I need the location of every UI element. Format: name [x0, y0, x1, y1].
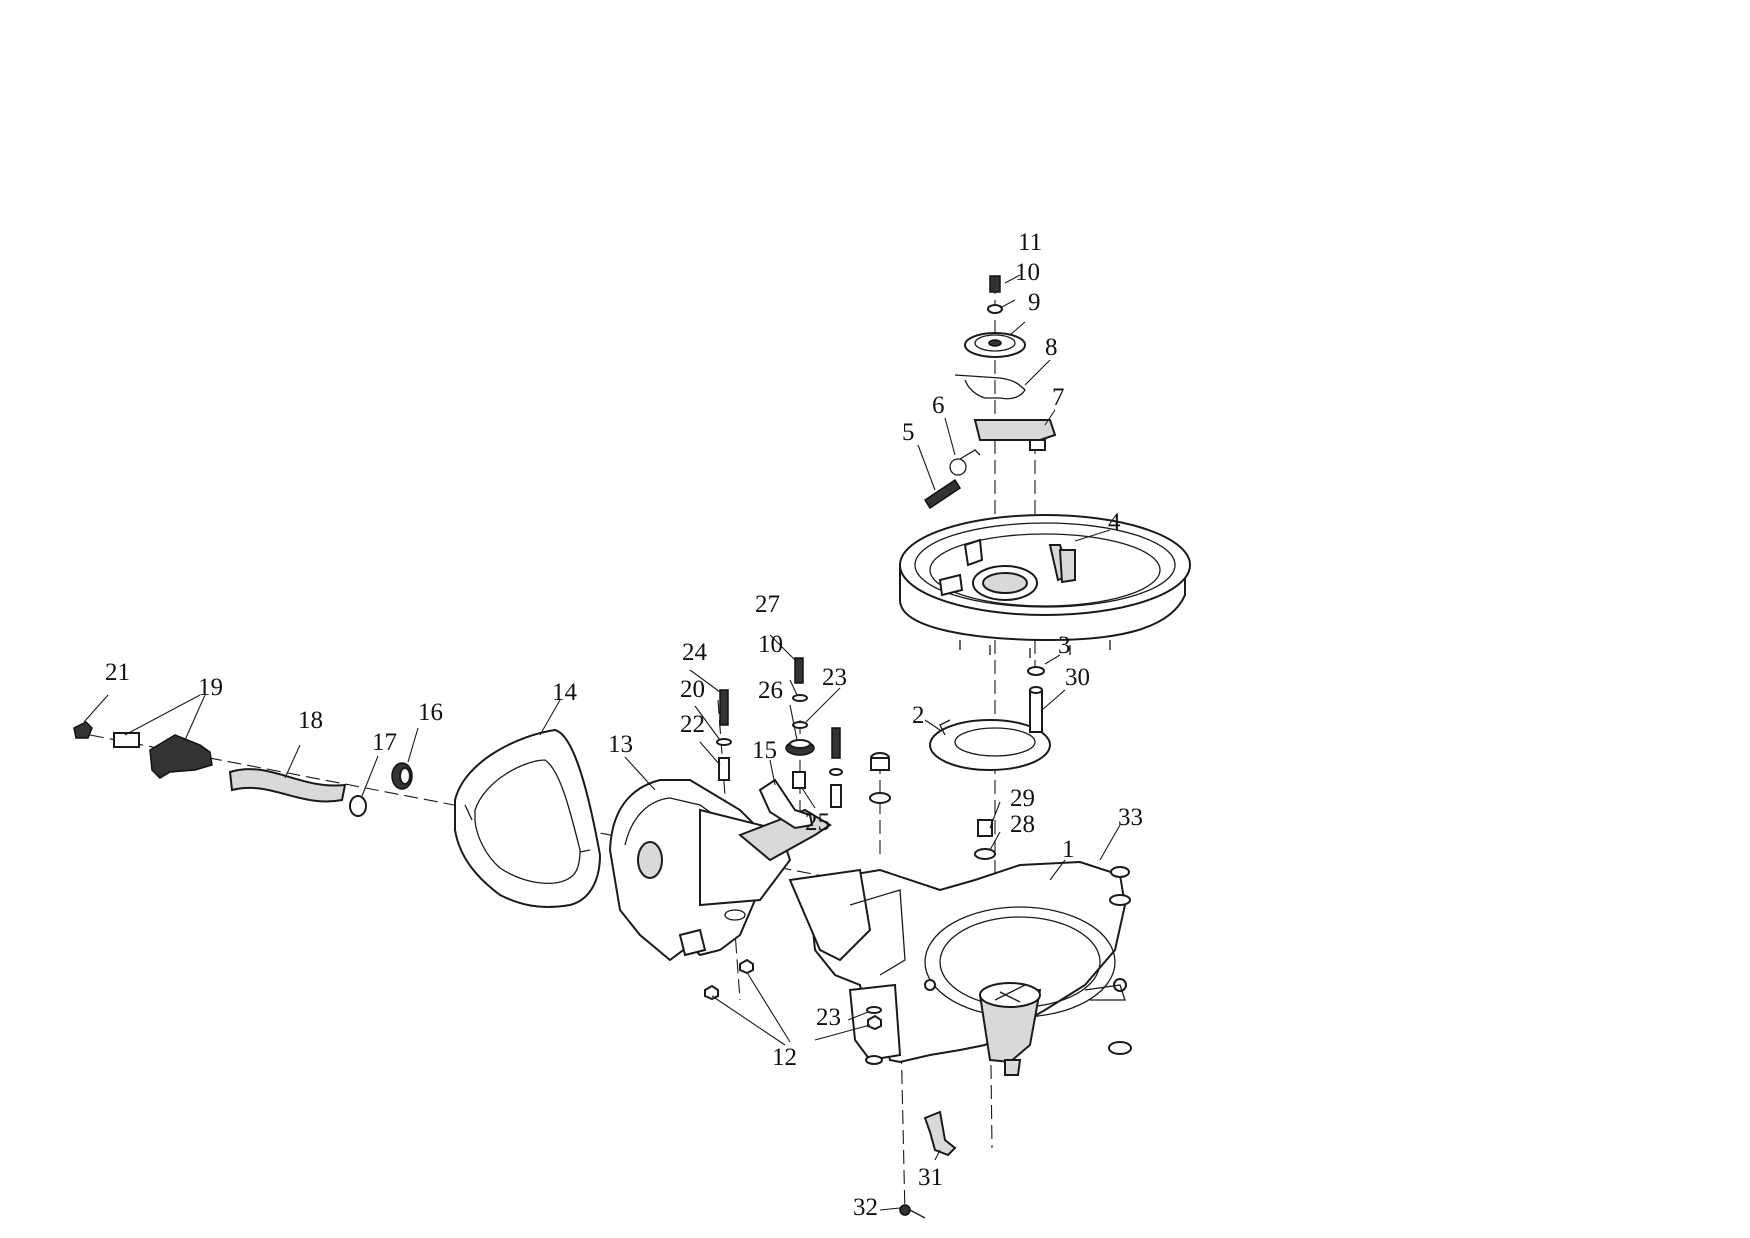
part-wire-spring — [954, 374, 1026, 400]
callout-19: 19 — [198, 674, 223, 701]
callout-5: 5 — [902, 419, 915, 446]
part-torsion-spring — [949, 449, 981, 476]
part-flywheel — [899, 514, 1191, 658]
callout-33: 33 — [1118, 804, 1143, 831]
callout-22: 22 — [680, 711, 705, 738]
callout-labels: 1 2 3 4 5 6 7 8 9 10 10 11 12 13 14 15 1… — [105, 229, 1143, 1221]
part-pawl-lever — [973, 419, 1057, 451]
part-coil-spring — [923, 478, 962, 510]
callout-23-upper: 23 — [822, 664, 847, 691]
callout-28: 28 — [1010, 811, 1035, 838]
callout-24: 24 — [682, 639, 708, 666]
part-recoil-spring — [929, 719, 1051, 771]
callout-29: 29 — [1010, 785, 1035, 812]
callout-30: 30 — [1065, 664, 1090, 691]
callout-21: 21 — [105, 659, 130, 686]
callout-17: 17 — [372, 729, 397, 756]
callout-8: 8 — [1045, 334, 1058, 361]
part-small-hardware — [73, 275, 1132, 1219]
callout-25: 25 — [805, 809, 830, 836]
callout-1: 1 — [1062, 836, 1075, 863]
callout-12: 12 — [772, 1044, 797, 1071]
callout-27: 27 — [755, 591, 780, 618]
callout-2: 2 — [912, 702, 925, 729]
callout-26: 26 — [758, 677, 783, 704]
leader-lines — [83, 274, 1121, 1211]
part-filter-frame — [454, 728, 602, 908]
callout-4: 4 — [1108, 509, 1121, 536]
part-main-housing — [810, 860, 1127, 1076]
callout-6: 6 — [932, 392, 945, 419]
part-pin — [1029, 686, 1043, 733]
callout-16: 16 — [418, 699, 443, 726]
callout-3: 3 — [1058, 632, 1071, 659]
callout-7: 7 — [1052, 384, 1065, 411]
part-cap — [964, 332, 1026, 358]
callout-20: 20 — [680, 676, 705, 703]
callout-10-mid: 10 — [758, 631, 783, 658]
callout-9: 9 — [1028, 289, 1041, 316]
callout-18: 18 — [298, 707, 323, 734]
callout-13: 13 — [608, 731, 633, 758]
callout-31: 31 — [918, 1164, 943, 1191]
callout-32: 32 — [853, 1194, 878, 1221]
callout-11: 11 — [1018, 229, 1042, 256]
callout-10-top: 10 — [1015, 259, 1040, 286]
callout-23-lower: 23 — [816, 1004, 841, 1031]
callout-14: 14 — [552, 679, 578, 706]
callout-15: 15 — [752, 737, 777, 764]
